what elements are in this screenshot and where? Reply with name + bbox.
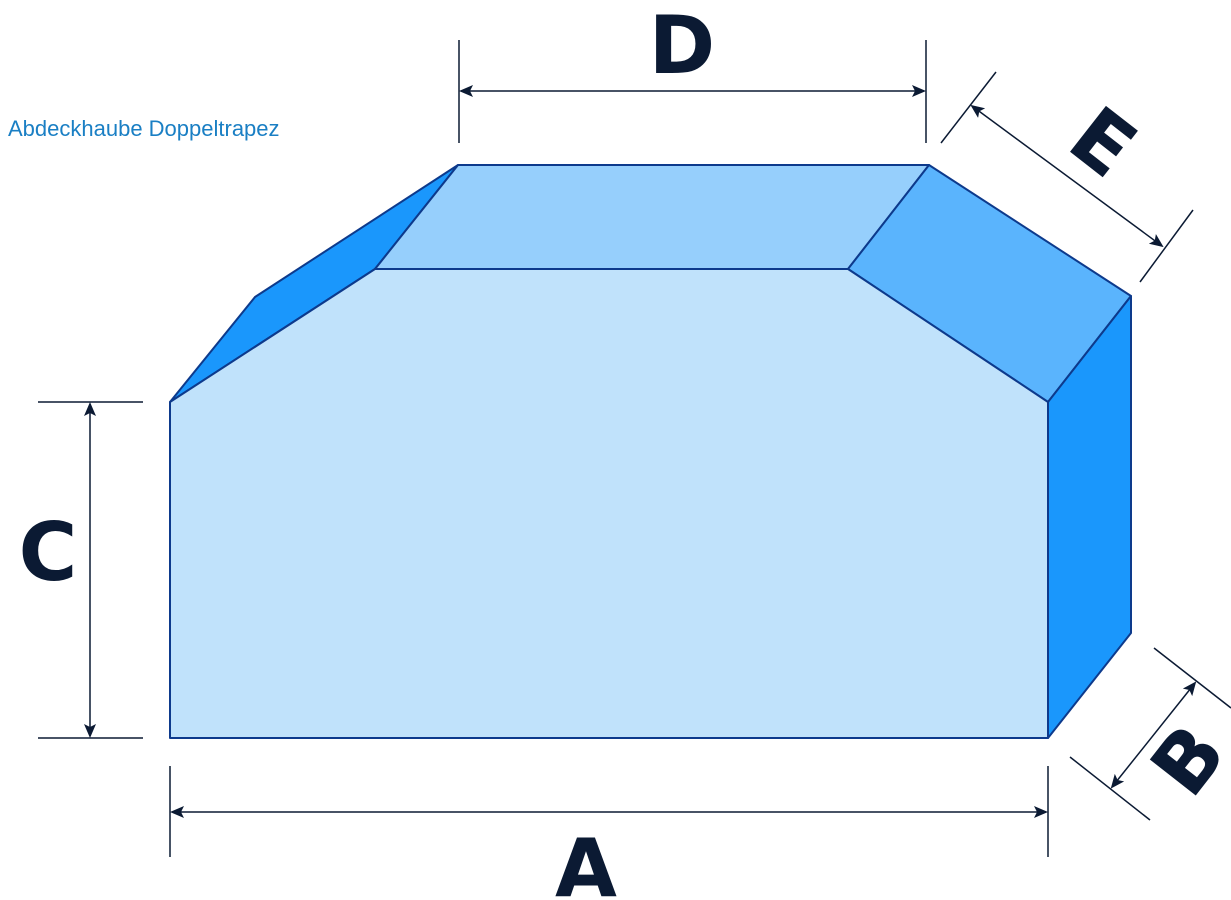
dimension-c [38, 401, 143, 739]
dimension-d-label: D [649, 0, 715, 92]
dimension-c-label: C [19, 506, 78, 599]
dimension-a [169, 766, 1049, 857]
dimension-e-label: E [1053, 89, 1153, 196]
dimension-a-label: A [555, 822, 617, 900]
dimension-b-extension-bottom [1069, 756, 1151, 821]
dimension-b-extension-top [1153, 647, 1231, 709]
dimension-e [940, 71, 1194, 283]
page-title: Abdeckhaube Doppeltrapez [8, 116, 280, 141]
dimension-d [458, 40, 927, 143]
dimension-e-extension-top [940, 71, 997, 144]
top-face [374, 164, 930, 270]
dimension-e-extension-bottom [1139, 209, 1194, 283]
cover-body [169, 164, 1132, 739]
dimension-b-arrow-line [1110, 681, 1197, 789]
dimension-b [1069, 647, 1231, 821]
dimension-e-arrow-line [970, 104, 1164, 248]
front-face [169, 268, 1049, 739]
dimension-b-label: B [1133, 708, 1231, 813]
